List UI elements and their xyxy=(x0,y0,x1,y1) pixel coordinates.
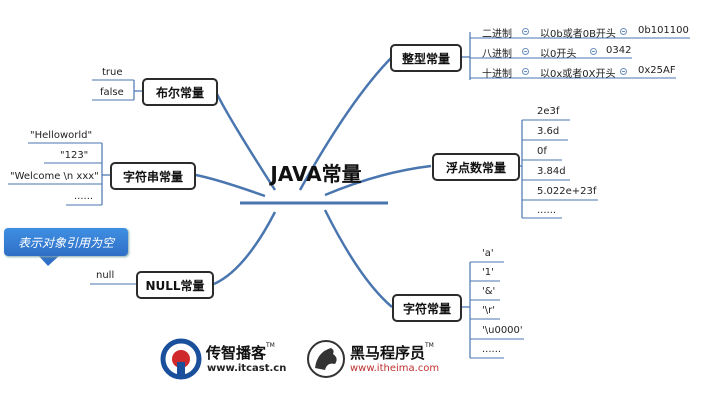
string-item: "Welcome \n xxx" xyxy=(10,171,99,182)
char-item: '1' xyxy=(482,267,494,278)
float-item: ...... xyxy=(537,205,557,216)
itcast-url: www.itcast.cn xyxy=(207,363,287,374)
octal-label: 八进制 xyxy=(482,49,512,60)
decimal-desc: 以0x或者0X开头 xyxy=(540,69,616,80)
itcast-brand-name: 传智播客 xyxy=(206,344,267,362)
integer-constant-node: 整型常量 xyxy=(390,44,462,72)
char-item: ...... xyxy=(482,344,502,355)
boolean-item: false xyxy=(100,87,124,98)
float-item: 0f xyxy=(537,146,547,157)
boolean-constant-node: 布尔常量 xyxy=(142,78,218,106)
char-item: '&' xyxy=(482,286,496,297)
itheima-horse-logo-icon xyxy=(307,340,345,378)
float-constant-node: 浮点数常量 xyxy=(432,153,520,181)
octal-example: 0342 xyxy=(606,45,632,56)
collapse-circle-icon xyxy=(522,48,529,55)
string-constant-node: 字符串常量 xyxy=(110,162,196,190)
boolean-item: true xyxy=(102,67,123,78)
char-item: '\r' xyxy=(482,305,495,316)
collapse-circle-icon xyxy=(620,28,627,35)
float-item: 3.6d xyxy=(537,126,560,137)
string-item: ...... xyxy=(74,191,94,202)
octal-desc: 以0开头 xyxy=(540,49,577,60)
float-item: 3.84d xyxy=(537,166,566,177)
string-item: "123" xyxy=(60,150,89,161)
itheima-tm: TM xyxy=(425,342,434,349)
char-item: '\u0000' xyxy=(482,325,523,336)
collapse-circle-icon xyxy=(522,68,529,75)
itheima-brand-name: 黑马程序员 xyxy=(350,344,426,362)
binary-label: 二进制 xyxy=(482,29,512,40)
binary-example: 0b101100 xyxy=(638,25,689,36)
collapse-circle-icon xyxy=(620,68,627,75)
center-title: JAVA常量 xyxy=(270,162,362,186)
null-note-callout: 表示对象引用为空 xyxy=(4,228,128,256)
itcast-logo-icon xyxy=(160,338,202,380)
char-item: 'a' xyxy=(482,248,494,259)
null-constant-node: NULL常量 xyxy=(136,271,214,299)
collapse-circle-icon xyxy=(522,28,529,35)
collapse-circle-icon xyxy=(590,48,597,55)
itcast-tm: TM xyxy=(266,342,275,349)
float-item: 5.022e+23f xyxy=(537,186,597,197)
decimal-label: 十进制 xyxy=(482,69,512,80)
binary-desc: 以0b或者0B开头 xyxy=(540,29,616,40)
decimal-example: 0x25AF xyxy=(638,65,676,76)
char-constant-node: 字符常量 xyxy=(392,294,462,322)
string-item: "Helloworld" xyxy=(30,130,93,141)
float-item: 2e3f xyxy=(537,106,560,117)
null-item: null xyxy=(96,270,115,281)
itheima-url: www.itheima.com xyxy=(350,363,440,374)
